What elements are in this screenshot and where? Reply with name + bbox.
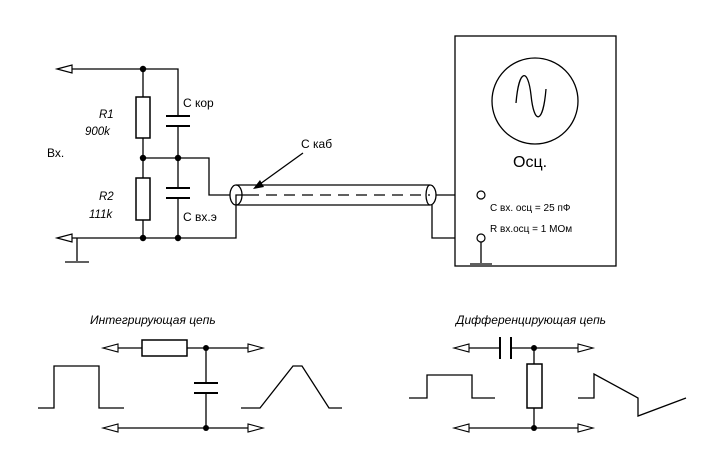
- junction-dot: [174, 154, 182, 162]
- c-in-label: С вх.э: [183, 210, 217, 224]
- diff-in-top-arrow: [451, 343, 470, 353]
- r2-value: 111k: [89, 209, 113, 221]
- diff-input-square-pulse: [409, 374, 495, 399]
- r1-resistor: [135, 96, 151, 139]
- scope-label: Осц.: [513, 154, 547, 171]
- c-in-capacitor: [166, 187, 190, 199]
- coaxial-cable: [229, 184, 437, 206]
- diff-in-bottom-arrow: [451, 423, 470, 433]
- junction-dot: [203, 345, 209, 351]
- junction-dot: [531, 425, 537, 431]
- junction-dot: [203, 425, 209, 431]
- oscilloscope-screen: [491, 57, 579, 145]
- differentiating-circuit: Дифференцирующая цепь: [409, 313, 687, 433]
- integrating-circuit: Интегрирующая цепь: [38, 313, 342, 433]
- diff-resistor: [526, 363, 543, 409]
- cable-label-arrow: [259, 152, 304, 185]
- top-input-wire: [72, 68, 179, 116]
- diff-out-bottom-arrow: [577, 423, 596, 433]
- output-sawtooth-pulse: [578, 372, 687, 417]
- junction-dot: [139, 234, 147, 242]
- scope-ground-terminal: [476, 233, 486, 243]
- scope-cin-label: С вх. осц = 25 пФ: [490, 203, 571, 214]
- probe-divider-circuit: Вх. R1 900k R2 111k С кор С вх.э С каб О…: [47, 35, 617, 267]
- sine-wave-icon: [515, 75, 547, 118]
- middle-node-wire: [143, 157, 230, 196]
- junction-dot: [139, 65, 147, 73]
- input-square-pulse: [38, 365, 124, 409]
- junction-dot: [174, 234, 182, 242]
- r2-resistor: [135, 177, 151, 221]
- r2-name: R2: [99, 191, 114, 203]
- integrating-in-top-arrow: [100, 343, 119, 353]
- scope-signal-terminal: [476, 190, 486, 200]
- output-trapezoid-pulse: [241, 365, 342, 409]
- integrating-in-bottom-arrow: [100, 423, 119, 433]
- integrating-resistor: [141, 339, 188, 357]
- integrating-out-top-arrow: [247, 343, 266, 353]
- input-label: Вх.: [47, 146, 64, 160]
- c-cable-label: С каб: [301, 137, 332, 151]
- differentiating-title: Дифференцирующая цепь: [454, 313, 606, 327]
- r1-name: R1: [99, 109, 114, 121]
- ground-symbol: [65, 238, 89, 263]
- input-bottom-arrow: [54, 233, 73, 243]
- diff-capacitor: [499, 337, 512, 359]
- input-top-arrow: [54, 64, 73, 74]
- scope-ground-symbol: [470, 242, 492, 265]
- r1-value: 900k: [85, 126, 111, 138]
- c-corr-label: С кор: [183, 96, 214, 110]
- integrating-title: Интегрирующая цепь: [90, 313, 216, 327]
- junction-dot: [531, 345, 537, 351]
- integrating-out-bottom-arrow: [247, 423, 266, 433]
- integrating-capacitor: [194, 382, 218, 394]
- diff-out-top-arrow: [577, 343, 596, 353]
- scope-rin-label: R вх.осц = 1 МОм: [490, 224, 572, 235]
- c-corr-capacitor: [166, 115, 190, 127]
- junction-dot: [139, 154, 147, 162]
